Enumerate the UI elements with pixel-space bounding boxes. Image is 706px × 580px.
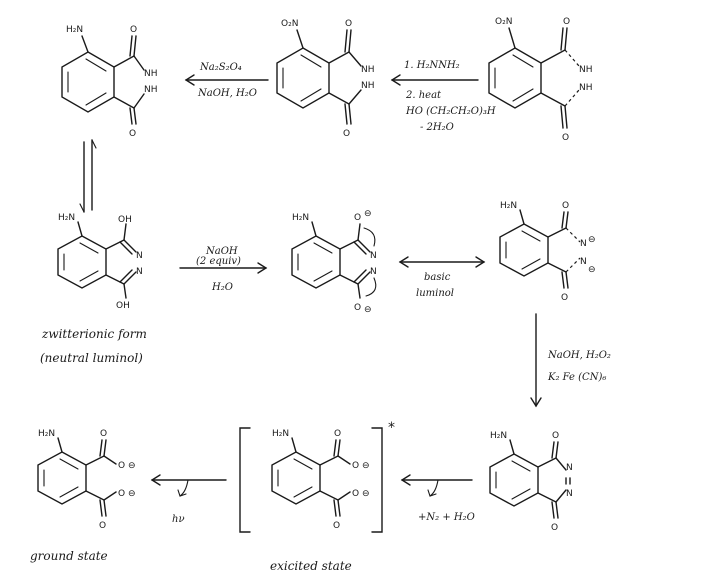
nitrogen-label: N <box>136 251 143 261</box>
nitrogen-label: N <box>566 489 573 499</box>
substituent-label: O₂N <box>281 19 298 29</box>
arrow-step1 <box>390 74 479 86</box>
substituent-label: H₂N <box>66 25 83 35</box>
oxygen-label: O <box>118 461 125 471</box>
oxygen-label: O <box>130 25 137 35</box>
condition-step1-line2: 2. heat <box>405 90 442 101</box>
substituent-label: O₂N <box>495 17 512 27</box>
oxygen-label: O <box>343 129 350 139</box>
nitrogen-label: N <box>566 463 573 473</box>
caption-ground: ground state <box>30 549 108 563</box>
condition-step1-line4: - 2H₂O <box>420 122 454 133</box>
oxygen-label: O <box>563 17 570 27</box>
substituent-label: H₂N <box>292 213 309 223</box>
molecule-nitrohydrazide: O₂N O O NH NH <box>276 19 375 139</box>
substituent-label: H₂N <box>500 201 517 211</box>
condition-step1-line3: HO (CH₂CH₂O)₃H <box>405 106 496 117</box>
molecule-ground: H₂N O O O ⊖ O ⊖ <box>37 429 136 531</box>
caption-excited: exicited state <box>270 559 352 573</box>
charge-label: ⊖ <box>128 489 136 499</box>
oxygen-label: O <box>352 461 359 471</box>
charge-label: ⊖ <box>128 461 136 471</box>
molecule-azaquinone: H₂N O O N N <box>489 431 573 533</box>
nh-label: NH <box>144 85 158 95</box>
charge-label: ⊖ <box>364 305 372 315</box>
nitrogen-label: N <box>580 257 587 267</box>
nitrogen-label: N <box>370 251 377 261</box>
equilibrium-arrow <box>79 139 97 213</box>
resonance-label-line2: luminol <box>416 288 454 299</box>
bracket-excited <box>239 427 383 533</box>
oxygen-label: O <box>562 133 569 143</box>
molecule-dianion: H₂N O ⊖ O ⊖ N N <box>291 209 377 315</box>
oxygen-label: O <box>118 489 125 499</box>
charge-label: ⊖ <box>588 235 596 245</box>
condition-step2-line1: Na₂S₂O₄ <box>199 62 242 73</box>
oxygen-label: O <box>551 523 558 533</box>
caption-zwitterion-line2: (neutral luminol) <box>40 351 143 365</box>
oxygen-label: O <box>99 521 106 531</box>
oxygen-label: O <box>354 303 361 313</box>
substituent-label: H₂N <box>490 431 507 441</box>
condition-step6: hν <box>172 514 185 525</box>
molecule-nitrophthalic: O₂N O O NH NH <box>488 17 593 143</box>
charge-label: ⊖ <box>362 489 370 499</box>
condition-step3-line1: NaOH <box>205 246 238 257</box>
charge-label: ⊖ <box>362 461 370 471</box>
nh-label: NH <box>579 65 593 75</box>
condition-step4-line1: NaOH, H₂O₂ <box>547 350 611 361</box>
arrow-step5 <box>400 474 473 497</box>
excited-star: * <box>388 420 395 436</box>
substituent-label: H₂N <box>38 429 55 439</box>
oxygen-label: O <box>345 19 352 29</box>
molecule-zwitterion: H₂N OH OH N N <box>57 213 143 311</box>
nh-label: NH <box>361 81 375 91</box>
nh-label: NH <box>579 83 593 93</box>
condition-step4-line2: K₂ Fe (CN)₆ <box>547 372 606 383</box>
substituent-label: H₂N <box>272 429 289 439</box>
molecule-basic-luminol: H₂N O O N ⊖ N ⊖ <box>499 201 596 303</box>
arrow-step4 <box>530 313 542 408</box>
nitrogen-label: N <box>370 267 377 277</box>
oxygen-label: O <box>129 129 136 139</box>
resonance-label-line1: basic <box>424 272 451 283</box>
charge-label: ⊖ <box>364 209 372 219</box>
hydroxyl-label: OH <box>118 215 132 225</box>
caption-zwitterion-line1: zwitterionic form <box>41 327 147 341</box>
nitrogen-label: N <box>580 239 587 249</box>
condition-step1-line1: 1. H₂NNH₂ <box>404 60 460 71</box>
molecule-luminol: H₂N O O NH NH <box>61 25 158 139</box>
condition-step2-line2: NaOH, H₂O <box>197 88 257 99</box>
condition-step3-line3: H₂O <box>211 282 233 293</box>
oxygen-label: O <box>562 201 569 211</box>
nh-label: NH <box>144 69 158 79</box>
condition-step3-line2: (2 equiv) <box>196 256 241 267</box>
substituent-label: H₂N <box>58 213 75 223</box>
oxygen-label: O <box>352 489 359 499</box>
nh-label: NH <box>361 65 375 75</box>
oxygen-label: O <box>333 521 340 531</box>
hydroxyl-label: OH <box>116 301 130 311</box>
oxygen-label: O <box>100 429 107 439</box>
oxygen-label: O <box>334 429 341 439</box>
oxygen-label: O <box>561 293 568 303</box>
arrow-step6 <box>150 474 227 497</box>
condition-step5: +N₂ + H₂O <box>418 512 475 523</box>
molecule-excited: H₂N O O O ⊖ O ⊖ <box>271 429 370 531</box>
oxygen-label: O <box>552 431 559 441</box>
oxygen-label: O <box>354 213 361 223</box>
arrow-step2 <box>184 74 269 86</box>
arrow-step3 <box>179 262 268 274</box>
resonance-arrow <box>398 256 486 268</box>
nitrogen-label: N <box>136 267 143 277</box>
charge-label: ⊖ <box>588 265 596 275</box>
